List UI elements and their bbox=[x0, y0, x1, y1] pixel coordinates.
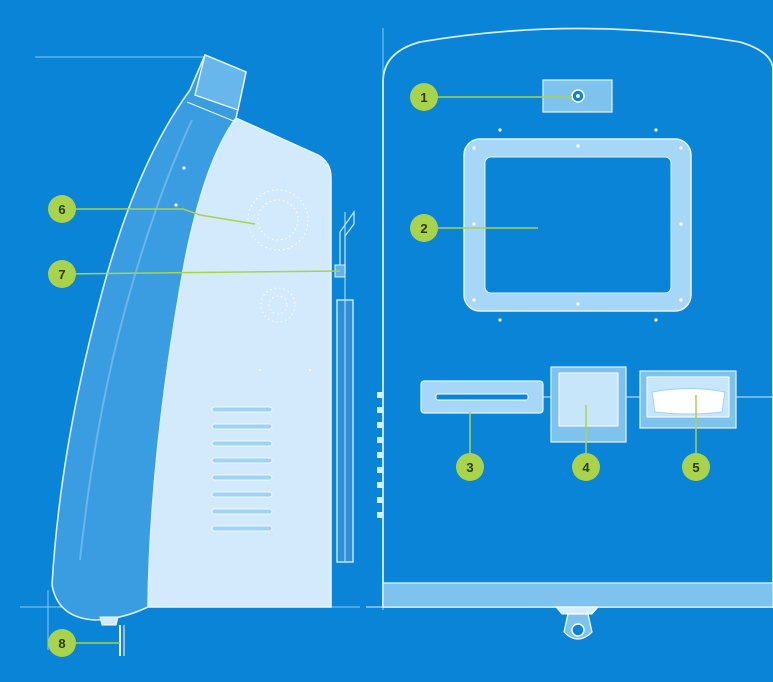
front-base-band bbox=[382, 582, 773, 608]
callouts: 1 2 3 4 5 6 7 8 bbox=[48, 83, 710, 657]
screen-screws bbox=[472, 128, 683, 322]
callout-1-label: 1 bbox=[420, 90, 427, 105]
callout-3-label: 3 bbox=[466, 460, 473, 475]
callout-7-label: 7 bbox=[58, 267, 65, 282]
callout-6-label: 6 bbox=[58, 202, 65, 217]
side-screw-4 bbox=[309, 369, 311, 371]
kiosk-front-view bbox=[366, 27, 773, 640]
callout-5-label: 5 bbox=[692, 460, 699, 475]
side-screw-1 bbox=[182, 166, 186, 170]
front-foot-plate bbox=[554, 606, 600, 615]
side-front-bezel bbox=[51, 53, 247, 621]
kiosk-side-view bbox=[20, 53, 360, 656]
receipt-printer-face bbox=[558, 372, 619, 427]
callout-2: 2 bbox=[410, 214, 438, 242]
callout-4-label: 4 bbox=[582, 460, 590, 475]
speaker-grill-upper-inner bbox=[257, 199, 299, 241]
callout-8-label: 8 bbox=[58, 636, 65, 651]
callout-5: 5 bbox=[682, 453, 710, 481]
front-foot-wheel bbox=[571, 623, 585, 637]
card-reader-slot bbox=[435, 393, 529, 401]
front-housing bbox=[382, 27, 773, 608]
callout-1: 1 bbox=[410, 83, 438, 111]
callout-6: 6 bbox=[48, 195, 76, 223]
callout-3: 3 bbox=[456, 453, 484, 481]
callout-3-marker bbox=[456, 453, 484, 481]
callout-7: 7 bbox=[48, 260, 76, 288]
callout-8: 8 bbox=[48, 629, 76, 657]
callout-4: 4 bbox=[572, 453, 600, 481]
callout-5-marker bbox=[682, 453, 710, 481]
speaker-grill-lower bbox=[260, 287, 296, 323]
callout-2-marker bbox=[410, 214, 438, 242]
side-cap-seam bbox=[186, 101, 237, 123]
side-screw-3 bbox=[259, 369, 261, 371]
side-foot-base bbox=[99, 616, 119, 626]
front-side-rivets bbox=[377, 392, 383, 518]
touch-screen bbox=[484, 156, 672, 294]
speaker-grill-lower-inner bbox=[268, 295, 288, 315]
callout-8-marker bbox=[48, 629, 76, 657]
side-vent-slots bbox=[211, 406, 273, 532]
callout-4-marker bbox=[572, 453, 600, 481]
callout-1-marker bbox=[410, 83, 438, 111]
side-screw-2 bbox=[174, 203, 178, 207]
side-bezel-highlight bbox=[79, 119, 193, 561]
camera-lens-center bbox=[576, 94, 580, 98]
speaker-grill-upper bbox=[247, 189, 309, 251]
side-top-cap bbox=[194, 54, 247, 111]
callout-6-marker bbox=[48, 195, 76, 223]
callout-2-label: 2 bbox=[420, 221, 427, 236]
callout-7-marker bbox=[48, 260, 76, 288]
bill-acceptor-slot bbox=[651, 388, 726, 415]
